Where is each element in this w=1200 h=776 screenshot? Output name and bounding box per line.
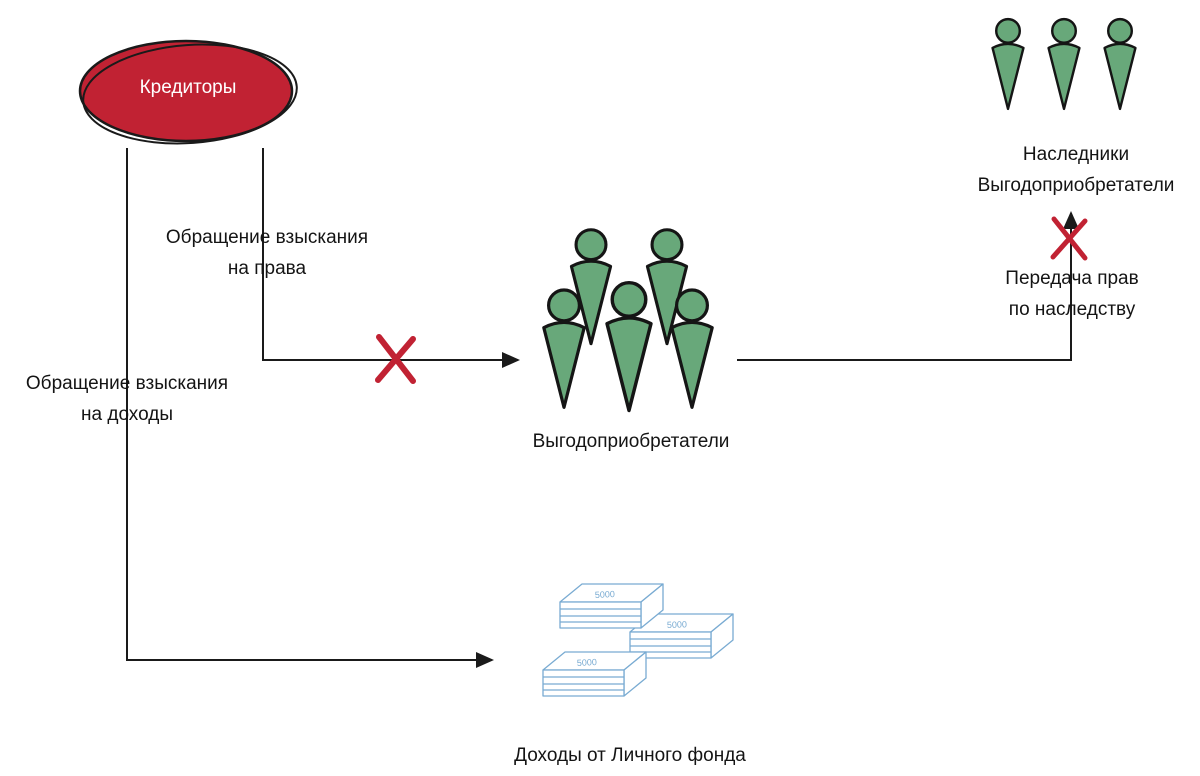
claim-income-label: Обращение взыскания на доходы: [2, 368, 252, 430]
inheritance-label-line2: по наследству: [1008, 299, 1136, 320]
banknote-bundle: 5000: [542, 651, 647, 697]
inheritance-label-line1: Передача прав: [1005, 268, 1139, 289]
creditors-label: Кредиторы: [139, 77, 237, 98]
claim-rights-label: Обращение взыскания на права: [142, 222, 392, 284]
fund-income-label: Доходы от Личного фонда: [514, 745, 746, 766]
arrow-connector-claim-rights: [262, 148, 520, 368]
claim-rights-label-line1: Обращение взыскания: [165, 227, 369, 248]
person-icon: [670, 288, 714, 410]
cross-icon-inheritance: [1050, 216, 1088, 261]
cross-icon-claim-rights: [375, 334, 416, 384]
person-icon: [605, 280, 653, 413]
claim-income-label-line1: Обращение взыскания: [25, 373, 229, 394]
inheritance-label: Передача прав по наследству: [962, 263, 1182, 325]
arrow-connector-inheritance: [737, 211, 1079, 361]
heirs-label-line2: Выгодоприобретатели: [977, 175, 1175, 196]
heirs-label: Наследники Выгодоприобретатели: [952, 139, 1200, 201]
creditors-ellipse-sketch-outline: [82, 43, 298, 145]
person-icon: [991, 17, 1025, 111]
banknote-bundle: 5000: [629, 613, 734, 659]
money-stack-icon: 5000 5000 5000: [542, 583, 734, 697]
person-icon: [1047, 17, 1081, 111]
heirs-label-line1: Наследники: [1022, 144, 1130, 165]
creditors-ellipse: [78, 39, 294, 143]
arrow-connector-claim-income: [126, 148, 494, 668]
person-icon: [1103, 17, 1137, 111]
claim-rights-label-line2: на права: [227, 258, 307, 279]
banknote-value: 5000: [667, 619, 687, 630]
beneficiaries-label: Выгодоприобретатели: [532, 431, 730, 452]
creditors-node: [78, 39, 298, 145]
person-icon: [542, 288, 586, 410]
beneficiaries-group-icon: [542, 228, 714, 413]
claim-income-label-line2: на доходы: [81, 404, 173, 425]
banknote-bundle: 5000: [559, 583, 664, 629]
banknote-value: 5000: [595, 589, 616, 600]
heirs-group-icon: [991, 17, 1137, 111]
banknote-value: 5000: [577, 657, 598, 668]
